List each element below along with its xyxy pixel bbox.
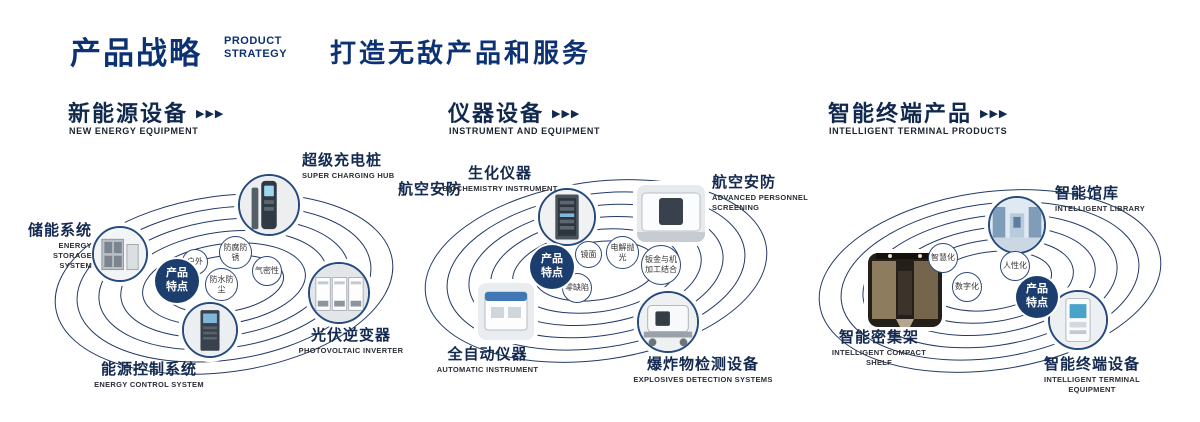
- page-title-english: PRODUCT STRATEGY: [224, 35, 287, 60]
- product-features-badge-instrument: 产品特点: [530, 245, 574, 289]
- photovoltaic-inverter-photo: [308, 262, 370, 324]
- label-energy-storage-en: ENERGY STORAGE SYSTEM: [52, 241, 92, 270]
- feature-bubble-smart: 智慧化: [928, 243, 958, 273]
- label-energy-storage: 储能系统 ENERGY STORAGE SYSTEM: [18, 222, 92, 271]
- personnel-screening-photo: [637, 185, 705, 242]
- label-automatic-instrument-cn: 全自动仪器: [447, 346, 528, 363]
- super-charging-hub-photo: [238, 174, 300, 236]
- label-personnel-screening-en: ADVANCED PERSONNEL SCREENING: [712, 193, 808, 212]
- label-super-charging-hub-en: SUPER CHARGING HUB: [302, 171, 395, 181]
- label-photovoltaic-inverter: 光伏逆变器 PHOTOVOLTAIC INVERTER: [296, 327, 406, 356]
- label-biochemistry-instrument-en: BIOCHEMISTRY INSTRUMENT: [442, 184, 558, 194]
- feature-bubble-humanized: 人性化: [1000, 251, 1030, 281]
- product-features-badge-new-energy: 产品特点: [155, 259, 199, 303]
- label-super-charging-hub: 超级充电桩 SUPER CHARGING HUB: [302, 152, 412, 181]
- label-intelligent-library-en: INTELLIGENT LIBRARY: [1055, 204, 1146, 214]
- label-intelligent-library: 智能馆库 INTELLIGENT LIBRARY: [1055, 185, 1155, 214]
- label-intelligent-compact-shelf-en: INTELLIGENT COMPACT SHELF: [831, 348, 927, 367]
- intelligent-terminal-photo: [1048, 290, 1108, 350]
- section-subtitle-intelligent: INTELLIGENT TERMINAL PRODUCTS: [829, 126, 1008, 136]
- energy-control-system-photo: [182, 302, 238, 358]
- label-intelligent-compact-shelf-cn: 智能密集架: [838, 329, 919, 346]
- label-personnel-screening: 航空安防 ADVANCED PERSONNEL SCREENING: [712, 174, 812, 213]
- label-intelligent-compact-shelf: 智能密集架 INTELLIGENT COMPACT SHELF: [822, 329, 936, 368]
- page-title-en-line1: PRODUCT: [224, 35, 282, 47]
- label-super-charging-hub-cn: 超级充电桩: [302, 152, 383, 169]
- triple-chevron-icon: ▶▶▶: [980, 108, 1009, 120]
- label-automatic-instrument: 全自动仪器 AUTOMATIC INSTRUMENT: [430, 346, 545, 375]
- intelligent-library-photo: [988, 196, 1046, 254]
- page-title: 产品战略: [70, 36, 202, 71]
- section-title-new-energy: 新能源设备 ▶▶▶: [68, 96, 224, 128]
- feature-bubble-waterproof: 防水防尘: [205, 268, 238, 301]
- label-energy-storage-cn: 储能系统: [27, 222, 92, 239]
- label-photovoltaic-inverter-cn: 光伏逆变器: [310, 327, 391, 344]
- label-intelligent-terminal-equipment-cn: 智能终端设备: [1043, 356, 1140, 373]
- feature-bubble-digital: 数字化: [952, 272, 982, 302]
- label-biochemistry-instrument-cn: 生化仪器: [467, 165, 532, 182]
- energy-storage-photo: [92, 226, 148, 282]
- label-explosives-detection-cn: 爆炸物检测设备: [646, 356, 759, 373]
- biochemistry-instrument-photo: [538, 188, 596, 246]
- section-title-instrument-text: 仪器设备: [448, 101, 545, 126]
- label-intelligent-library-cn: 智能馆库: [1055, 185, 1120, 202]
- automatic-instrument-photo: [478, 283, 534, 340]
- label-automatic-instrument-en: AUTOMATIC INSTRUMENT: [436, 365, 539, 375]
- label-energy-control-system: 能源控制系统 ENERGY CONTROL SYSTEM: [84, 361, 214, 390]
- section-title-intelligent: 智能终端产品 ▶▶▶: [828, 96, 1008, 128]
- label-aviation-security-left: 航空安防: [398, 181, 463, 198]
- page-slogan: 打造无敌产品和服务: [330, 38, 592, 68]
- section-title-instrument: 仪器设备 ▶▶▶: [448, 96, 580, 128]
- label-explosives-detection: 爆炸物检测设备 EXPLOSIVES DETECTION SYSTEMS: [628, 356, 778, 385]
- triple-chevron-icon: ▶▶▶: [196, 108, 225, 120]
- label-intelligent-terminal-equipment-en: INTELLIGENT TERMINAL EQUIPMENT: [1044, 375, 1140, 394]
- feature-bubble-electropolish: 电解抛光: [606, 236, 639, 269]
- feature-bubble-sheetmetal-machining: 钣金与机加工结合: [641, 245, 681, 285]
- feature-bubble-mirror-finish: 镜面: [575, 241, 602, 268]
- page-title-en-line2: STRATEGY: [224, 47, 288, 60]
- label-explosives-detection-en: EXPLOSIVES DETECTION SYSTEMS: [633, 375, 773, 385]
- triple-chevron-icon: ▶▶▶: [552, 108, 581, 120]
- label-energy-control-system-cn: 能源控制系统: [100, 361, 197, 378]
- feature-bubble-airtightness: 气密性: [252, 256, 282, 286]
- label-energy-control-system-en: ENERGY CONTROL SYSTEM: [94, 380, 204, 390]
- product-features-badge-intelligent: 产品特点: [1016, 276, 1058, 318]
- section-title-intelligent-text: 智能终端产品: [828, 101, 973, 126]
- feature-bubble-anticorrosion: 防腐防锈: [219, 236, 252, 269]
- explosives-detection-photo: [637, 291, 699, 353]
- section-title-new-energy-text: 新能源设备: [68, 101, 189, 126]
- label-personnel-screening-cn: 航空安防: [712, 174, 777, 191]
- section-subtitle-instrument: INSTRUMENT AND EQUIPMENT: [449, 126, 601, 136]
- label-intelligent-terminal-equipment: 智能终端设备 INTELLIGENT TERMINAL EQUIPMENT: [1028, 356, 1156, 395]
- label-biochemistry-instrument: 生化仪器 BIOCHEMISTRY INSTRUMENT: [440, 165, 560, 194]
- section-subtitle-new-energy: NEW ENERGY EQUIPMENT: [69, 126, 199, 136]
- label-photovoltaic-inverter-en: PHOTOVOLTAIC INVERTER: [298, 346, 404, 356]
